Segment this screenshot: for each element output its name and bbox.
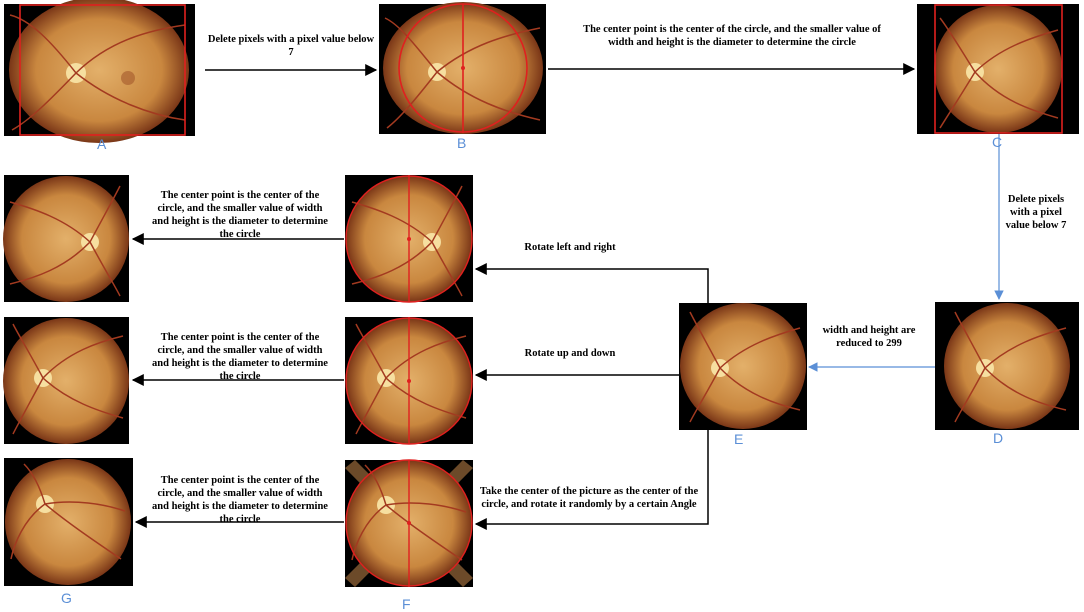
step-d-to-e: width and height are reduced to 299 [822, 325, 916, 349]
image-d [935, 302, 1079, 430]
image-row1-guide [345, 175, 473, 303]
label-e: E [734, 431, 744, 447]
step-crop-row3: The center point is the center of the ci… [152, 475, 328, 525]
step-rotate-ud: Rotate up and down [524, 348, 616, 359]
step-c-to-d: Delete pixels with a pixel value below 7 [1005, 194, 1067, 231]
step-crop-row1: The center point is the center of the ci… [152, 190, 328, 240]
image-row1-output [3, 175, 129, 302]
step-rotate-lr: Rotate left and right [524, 242, 616, 253]
label-d: D [993, 430, 1004, 446]
label-f: F [402, 596, 411, 612]
arrows [131, 63, 1004, 530]
image-g [4, 458, 133, 586]
image-e [679, 303, 807, 430]
step-b-to-c: The center point is the center of the ci… [583, 24, 881, 48]
label-a: A [97, 136, 107, 152]
image-c [917, 4, 1079, 134]
image-row2-guide [345, 317, 473, 445]
arrow-e-to-row1 [474, 263, 709, 303]
arrow-e-to-f [474, 430, 709, 530]
image-row2-output [3, 317, 129, 444]
image-b [379, 2, 546, 134]
image-f [345, 459, 473, 587]
step-crop-row2: The center point is the center of the ci… [152, 332, 328, 382]
label-g: G [61, 590, 72, 606]
label-b: B [457, 135, 467, 151]
step-a-to-b: Delete pixels with a pixel value below 7 [207, 34, 375, 58]
label-c: C [992, 134, 1003, 150]
image-a [4, 0, 195, 143]
step-rotate-random: Take the center of the picture as the ce… [479, 486, 699, 510]
